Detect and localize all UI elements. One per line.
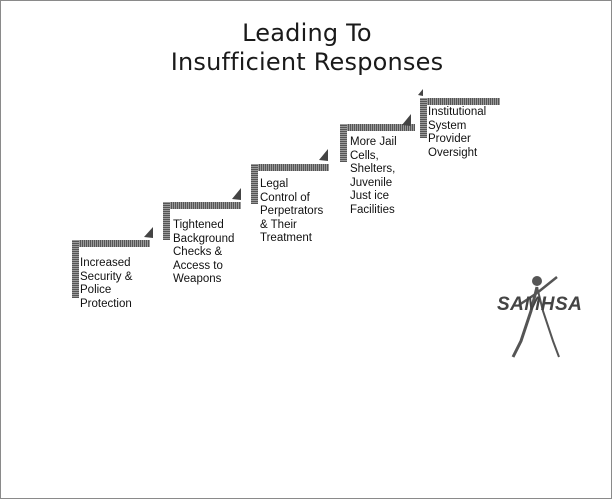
samhsa-logo-text: SAMHSA bbox=[497, 294, 583, 315]
step-5-top-bar bbox=[420, 98, 500, 105]
step-1: Increased Security & Police Protection bbox=[72, 240, 162, 330]
step-3: Legal Control of Perpetrators & Their Tr… bbox=[251, 164, 341, 264]
step-4: More Jail Cells, Shelters, Juvenile Just… bbox=[340, 124, 430, 234]
step-3-label: Legal Control of Perpetrators & Their Tr… bbox=[260, 178, 324, 244]
step-1-label: Increased Security & Police Protection bbox=[80, 257, 133, 310]
step-4-arrow-icon bbox=[402, 114, 411, 126]
step-3-top-bar bbox=[251, 164, 329, 171]
step-3-arrow-icon bbox=[319, 149, 328, 161]
step-2: Tightened Background Checks & Access to … bbox=[163, 202, 253, 302]
step-2-label: Tightened Background Checks & Access to … bbox=[173, 219, 235, 285]
step-1-left-post bbox=[72, 240, 79, 298]
step-4-top-bar bbox=[340, 124, 415, 131]
step-4-left-post bbox=[340, 124, 347, 162]
step-2-top-bar bbox=[163, 202, 241, 209]
slide-title-line-1: Leading To bbox=[242, 19, 372, 47]
step-5-label: Institutional System Provider Oversight bbox=[428, 106, 487, 159]
step-1-top-bar bbox=[72, 240, 150, 247]
step-2-left-post bbox=[163, 202, 170, 240]
samhsa-logo bbox=[511, 276, 560, 358]
step-3-left-post bbox=[251, 164, 258, 204]
step-5-left-post bbox=[420, 98, 427, 138]
step-5: Institutional System Provider Oversight bbox=[420, 98, 510, 178]
slide-title-line-2: Insufficient Responses bbox=[170, 48, 444, 76]
step-5-arrow-icon bbox=[418, 89, 423, 96]
step-1-arrow-icon bbox=[144, 227, 153, 238]
step-2-arrow-icon bbox=[232, 188, 241, 200]
step-4-label: More Jail Cells, Shelters, Juvenile Just… bbox=[350, 136, 397, 216]
